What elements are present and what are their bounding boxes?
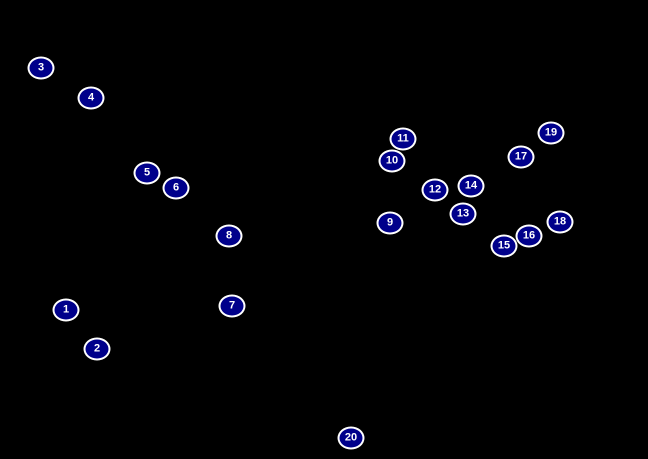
- marker-5[interactable]: 5: [133, 161, 161, 185]
- marker-14[interactable]: 14: [457, 174, 485, 198]
- marker-12[interactable]: 12: [421, 178, 449, 202]
- marker-6[interactable]: 6: [162, 176, 190, 200]
- marker-18[interactable]: 18: [546, 210, 574, 234]
- marker-2[interactable]: 2: [83, 337, 111, 361]
- marker-8[interactable]: 8: [215, 224, 243, 248]
- marker-11[interactable]: 11: [389, 127, 417, 151]
- marker-10[interactable]: 10: [378, 149, 406, 173]
- marker-9[interactable]: 9: [376, 211, 404, 235]
- marker-20[interactable]: 20: [337, 426, 365, 450]
- marker-15[interactable]: 15: [490, 234, 518, 258]
- marker-1[interactable]: 1: [52, 298, 80, 322]
- marker-3[interactable]: 3: [27, 56, 55, 80]
- marker-13[interactable]: 13: [449, 202, 477, 226]
- marker-7[interactable]: 7: [218, 294, 246, 318]
- marker-4[interactable]: 4: [77, 86, 105, 110]
- marker-17[interactable]: 17: [507, 145, 535, 169]
- marker-16[interactable]: 16: [515, 224, 543, 248]
- marker-19[interactable]: 19: [537, 121, 565, 145]
